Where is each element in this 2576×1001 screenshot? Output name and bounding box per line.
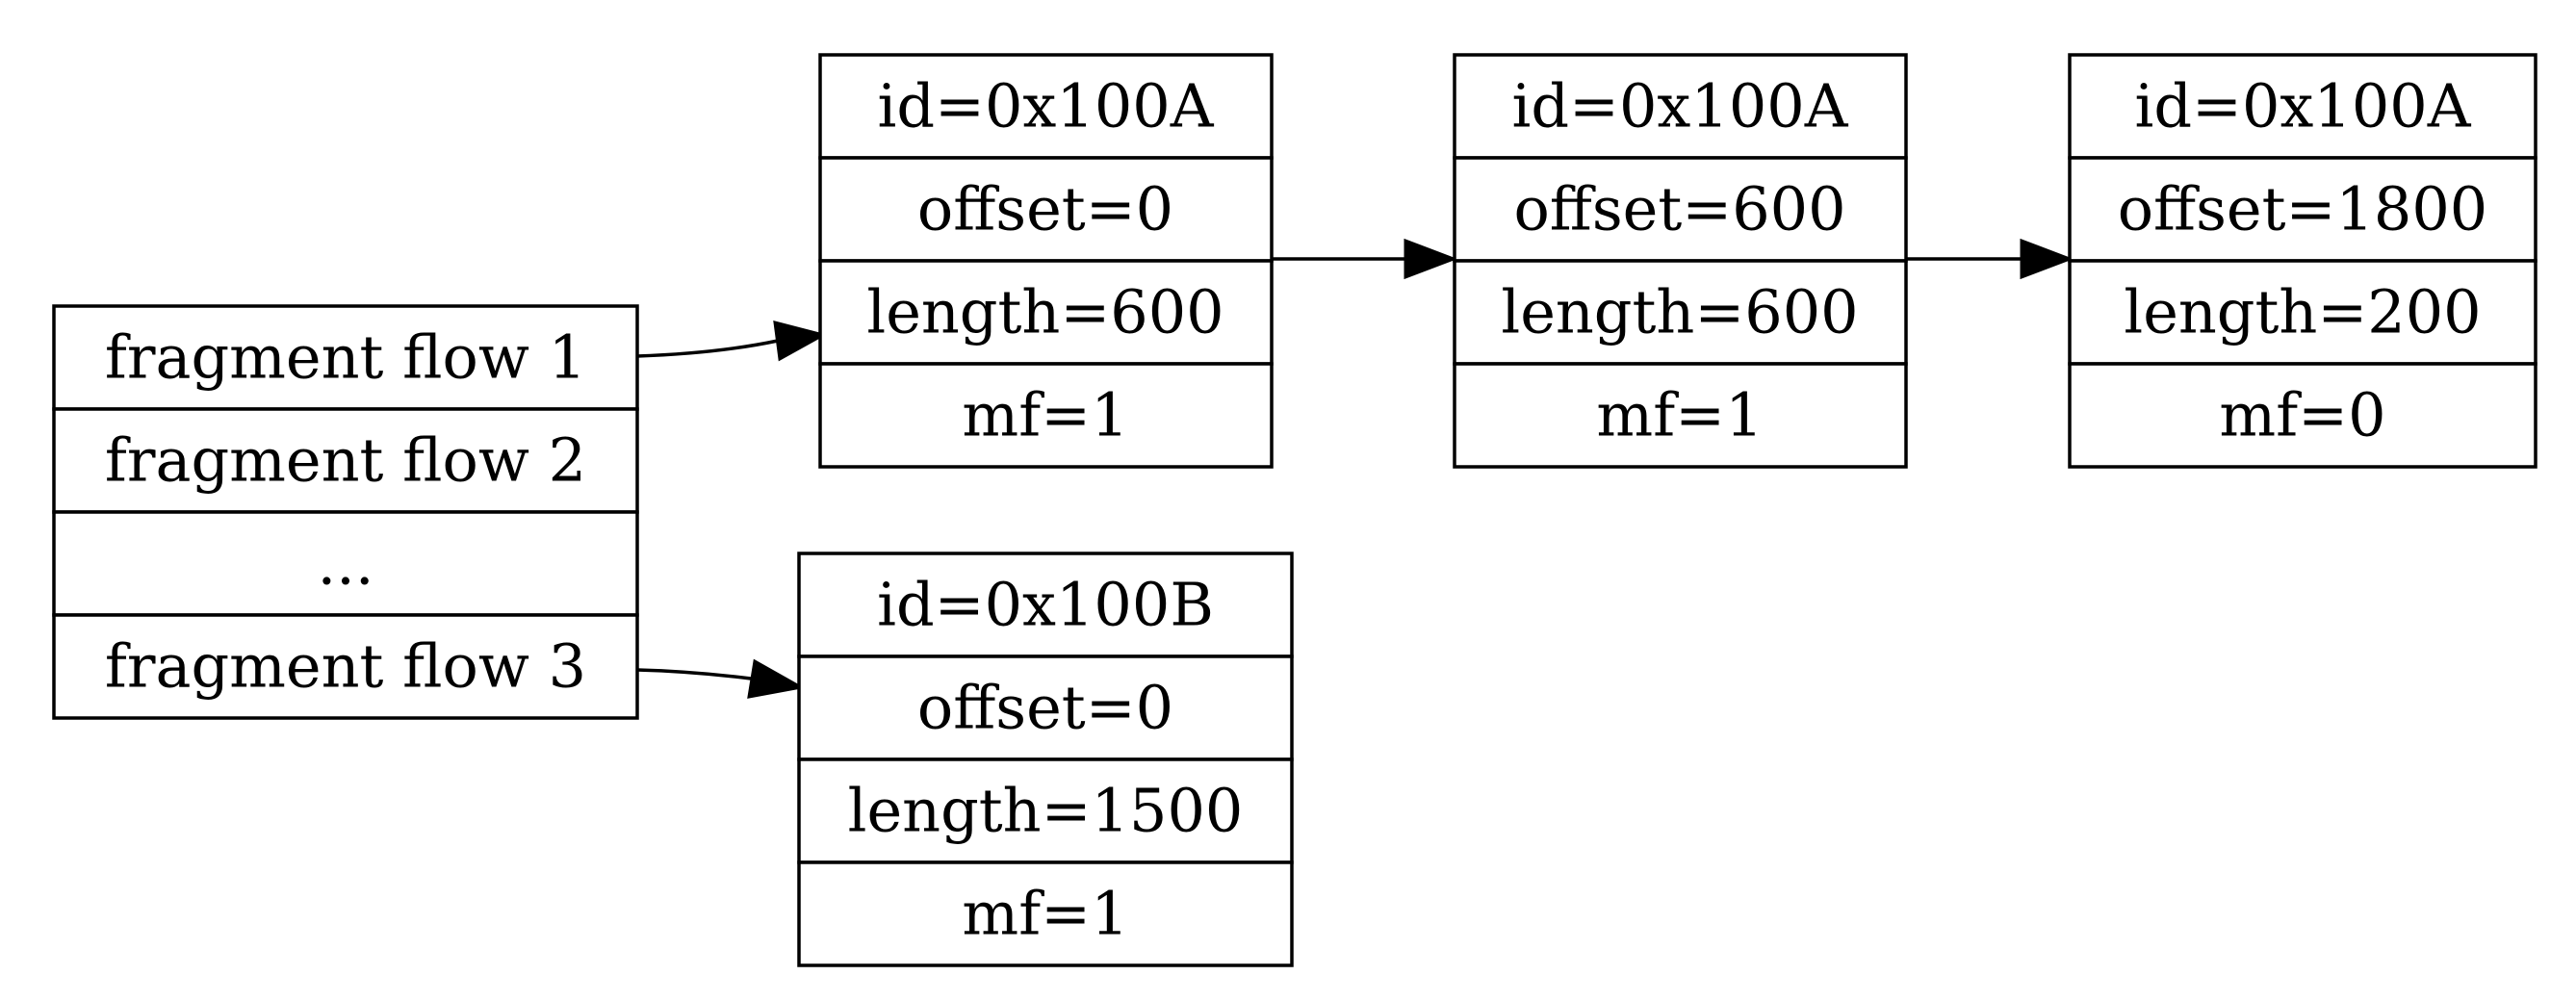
fragment-flow-row-label: ...: [317, 528, 374, 599]
fragment-field-id: id=0x100A: [2135, 71, 2472, 141]
fragment-node-a3: id=0x100A offset=1800 length=200 mf=0: [2068, 53, 2537, 469]
fragment-field-id: id=0x100A: [878, 71, 1215, 141]
edge-flow1-to-frag-a1: [636, 320, 828, 362]
fragment-field-offset: offset=0: [917, 673, 1173, 743]
fragment-field-length: length=600: [866, 277, 1224, 347]
fragment-node-a2: id=0x100A offset=600 length=600 mf=1: [1453, 53, 1908, 469]
fragment-flow-row-label: fragment flow 1: [105, 322, 586, 393]
fragment-node-a1: id=0x100A offset=0 length=600 mf=1: [818, 53, 1274, 469]
edge-frag-a1-to-frag-a2: [1272, 238, 1458, 280]
fragment-field-id: id=0x100B: [877, 570, 1214, 640]
fragment-flow-row-label: fragment flow 3: [105, 631, 586, 702]
fragment-field-offset: offset=0: [917, 174, 1173, 244]
fragment-flow-row: fragment flow 1: [52, 304, 639, 411]
fragment-node-b1: id=0x100B offset=0 length=1500 mf=1: [797, 552, 1294, 967]
fragment-field-mf: mf=0: [2219, 380, 2385, 450]
fragment-flow-table: fragment flow 1 fragment flow 2 ... frag…: [52, 304, 639, 720]
fragment-field-length: length=600: [1501, 277, 1858, 347]
fragment-field-offset: offset=1800: [2118, 174, 2488, 244]
edges: [636, 238, 2074, 699]
fragment-field-offset: offset=600: [1513, 174, 1845, 244]
fragment-field-mf: mf=1: [962, 879, 1128, 949]
fragment-flow-row: ...: [52, 510, 639, 617]
fragment-flow-row-label: fragment flow 2: [105, 425, 586, 496]
fragment-field-id: id=0x100A: [1512, 71, 1849, 141]
edge-frag-a2-to-frag-a3: [1906, 238, 2074, 280]
fragment-flow-row: fragment flow 3: [52, 613, 639, 720]
fragment-field-length: length=200: [2124, 277, 2481, 347]
fragment-flow-row: fragment flow 2: [52, 407, 639, 514]
fragment-field-mf: mf=1: [962, 380, 1128, 450]
fragment-field-length: length=1500: [848, 776, 1244, 846]
edge-flow3-to-frag-b1: [636, 658, 806, 699]
fragment-field-mf: mf=1: [1596, 380, 1763, 450]
